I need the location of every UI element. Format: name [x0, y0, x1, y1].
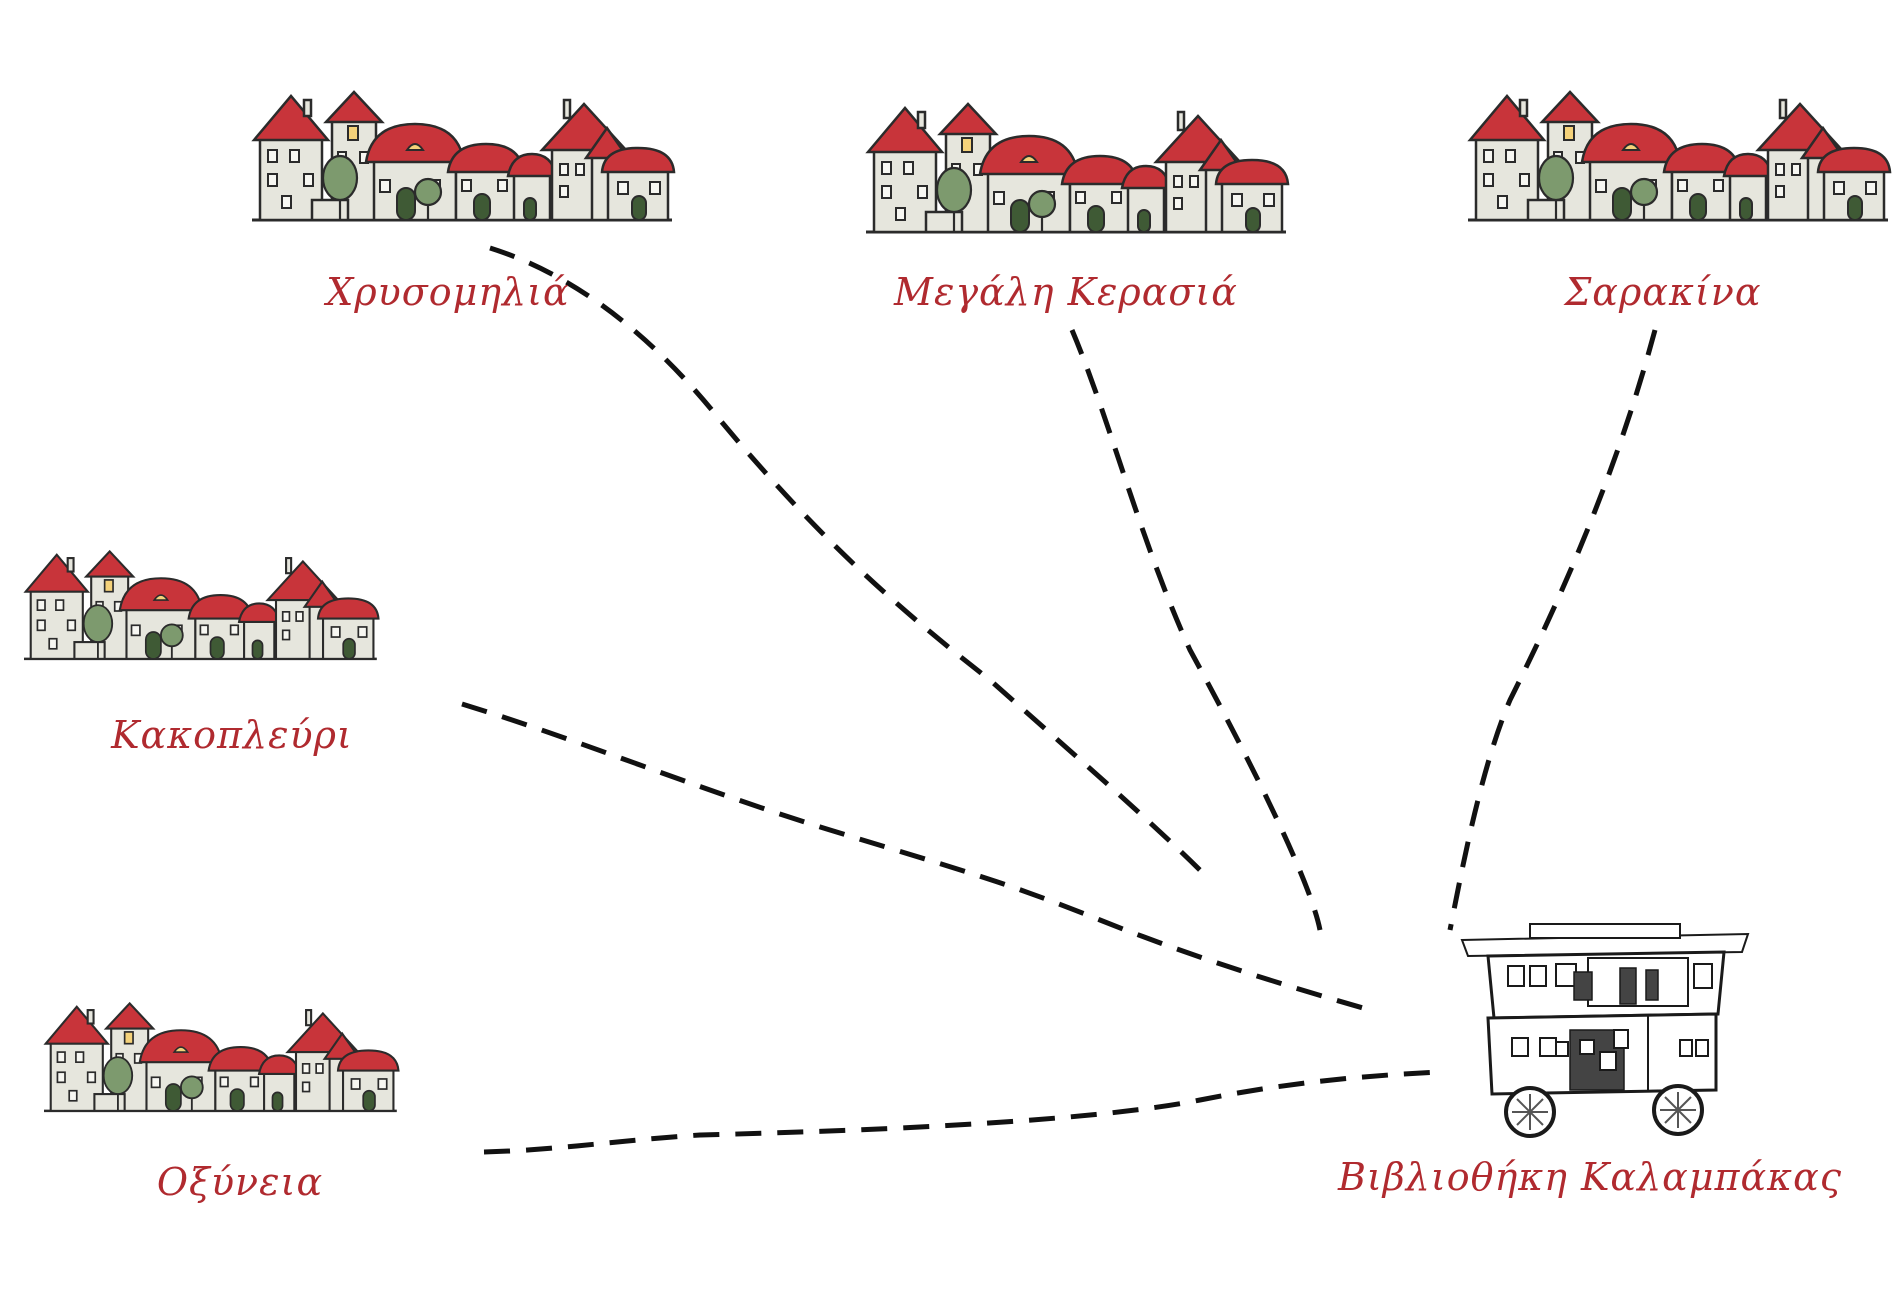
link-megali-kerasia-library	[1069, 329, 1323, 931]
wheel-right	[1652, 1084, 1704, 1136]
mobile-library-bus-icon	[1460, 923, 1750, 1138]
links	[461, 245, 1658, 1155]
village-label: Χρυσομηλιά	[323, 270, 569, 314]
village-sarakina: Σαρακίνα	[1466, 90, 1892, 314]
village-label: Μεγάλη Κερασιά	[893, 270, 1238, 314]
village-megali-kerasia: Μεγάλη Κερασιά	[864, 102, 1290, 314]
village-chrysomilia: Χρυσομηλιά	[250, 90, 676, 314]
library-hub: Βιβλιοθήκη Καλαμπάκας	[1337, 923, 1842, 1199]
village-label: Κακοπλεύρι	[110, 713, 353, 757]
village-houses-icon	[42, 1002, 400, 1113]
library-label: Βιβλιοθήκη Καλαμπάκας	[1337, 1155, 1842, 1199]
village-houses-icon	[1466, 90, 1892, 222]
link-oxyneia-library	[483, 1069, 1441, 1155]
link-kakoplevri-library	[461, 701, 1371, 1013]
village-houses-icon	[250, 90, 676, 222]
village-kakoplevri: Κακοπλεύρι	[22, 550, 380, 757]
wheel-left	[1504, 1086, 1556, 1138]
link-sarakina-library	[1447, 329, 1658, 931]
link-chrysomilia-library	[489, 245, 1212, 882]
village-label: Σαρακίνα	[1562, 270, 1761, 314]
village-oxyneia: Οξύνεια	[42, 1002, 400, 1204]
village-label: Οξύνεια	[157, 1160, 323, 1204]
village-houses-icon	[864, 102, 1290, 234]
village-houses-icon	[22, 550, 380, 661]
